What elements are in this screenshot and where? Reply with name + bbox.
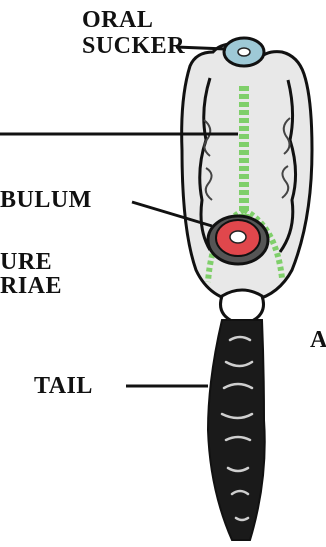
tail-junction [221, 290, 264, 322]
label-acetabulum-fragment: BULUM [0, 188, 92, 213]
label-oral: ORAL [82, 8, 153, 33]
label-sucker: SUCKER [82, 34, 185, 59]
acetabulum-center [230, 231, 246, 243]
cercaria-tail [208, 320, 265, 540]
label-tail: TAIL [34, 374, 93, 399]
label-fragment-riae: RIAE [0, 274, 62, 299]
oral-sucker-opening [238, 48, 250, 56]
label-fragment-ure: URE [0, 250, 52, 275]
label-right-fragment: A [310, 328, 326, 353]
